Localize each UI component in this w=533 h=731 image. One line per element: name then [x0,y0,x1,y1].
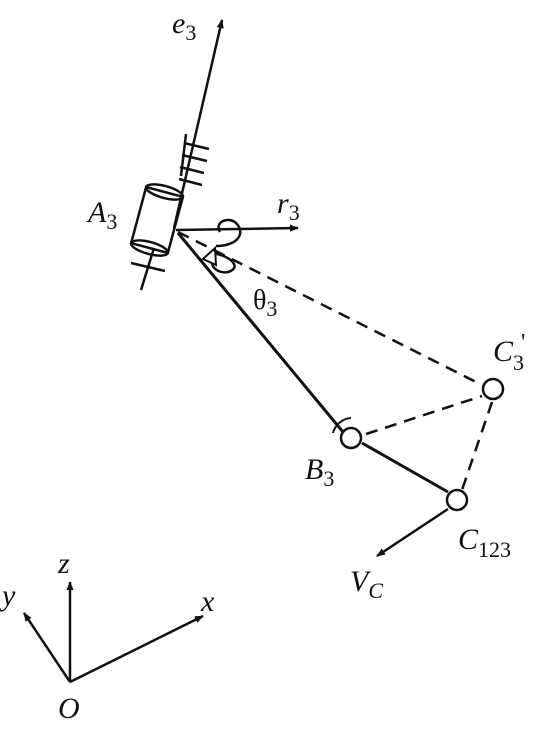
frame-x-axis [69,614,204,684]
label-origin: O [58,692,80,725]
label-z-axis: z [57,547,70,580]
frame-y-axis [22,612,72,683]
joint-b3 [339,426,363,450]
a3-axis-stub [139,247,156,291]
dashed-construction-lines [177,230,494,491]
label-c3-prime: C3' [493,330,525,375]
label-theta3: θ3 [253,285,277,321]
vc-velocity-arrow [376,507,449,558]
link-b3-c123 [361,441,449,494]
label-x-axis: x [200,585,215,618]
joint-a3-cylinder [129,183,185,257]
joint-c123 [445,488,469,512]
r3-axis-arrow [175,224,299,232]
label-a3: A3 [86,196,117,234]
label-c123: C123 [458,523,511,562]
link-a3-b3 [176,232,345,433]
a3-axis-crossbar [130,261,166,273]
label-r3: r3 [277,187,300,225]
label-y-axis: y [0,579,16,612]
joint-c3-prime [481,377,505,401]
label-vc: VC [350,565,383,603]
label-e3: e3 [172,7,196,45]
label-b3: B3 [305,453,334,491]
rotation-arrow-icon [201,218,242,274]
ground-hatching [178,133,210,187]
joint-b3-arc [332,417,352,434]
